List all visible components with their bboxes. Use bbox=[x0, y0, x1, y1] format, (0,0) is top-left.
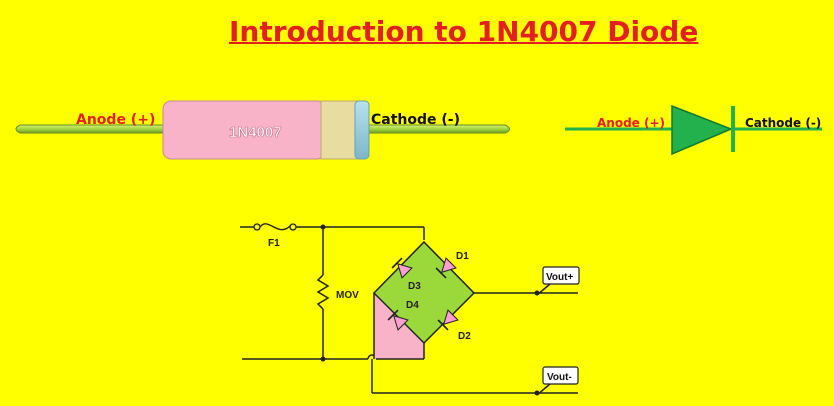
mov-resistor bbox=[316, 274, 330, 310]
anode-label: Anode (+) bbox=[76, 112, 155, 128]
fuse-label: F1 bbox=[268, 238, 280, 249]
vout-minus-label: Vout- bbox=[547, 372, 572, 383]
cathode-lead bbox=[366, 124, 510, 134]
cathode-band bbox=[320, 100, 358, 160]
diode-symbol-diagram: Anode (+) Cathode (-) bbox=[565, 104, 822, 156]
fuse-terminal-right bbox=[289, 223, 297, 231]
body-marking: 1N4007 bbox=[229, 124, 282, 141]
fuse-terminal-left bbox=[253, 223, 261, 231]
d1-label: D1 bbox=[456, 251, 469, 262]
vout-plus-label: Vout+ bbox=[546, 272, 573, 283]
anode-lead bbox=[15, 124, 166, 134]
d3-label: D3 bbox=[408, 281, 421, 292]
symbol-cathode-label: Cathode (-) bbox=[745, 116, 821, 130]
page-title: Introduction to 1N4007 Diode bbox=[229, 15, 699, 48]
vout-plus-tag bbox=[542, 266, 580, 285]
diode-triangle bbox=[671, 104, 733, 156]
junction-dot-top bbox=[320, 224, 326, 230]
d2-label: D2 bbox=[458, 331, 471, 342]
fuse-element bbox=[259, 223, 291, 231]
vout-minus-tag bbox=[542, 366, 579, 385]
cathode-label: Cathode (-) bbox=[371, 112, 460, 128]
mov-label: MOV bbox=[336, 290, 359, 301]
cathode-end-cap bbox=[354, 100, 370, 160]
symbol-anode-label: Anode (+) bbox=[597, 116, 665, 130]
diode-d1 bbox=[435, 257, 457, 279]
diode-package-diagram: 1N4007 Anode (+) Cathode (-) bbox=[15, 100, 510, 160]
vout-plus-terminal bbox=[534, 290, 540, 296]
d4-label: D4 bbox=[406, 300, 419, 311]
bridge-rectifier-circuit: F1 MOV bbox=[240, 223, 580, 396]
vout-minus-terminal bbox=[534, 390, 540, 396]
diode-d4 bbox=[387, 309, 409, 331]
diode-d2 bbox=[437, 309, 459, 331]
diode-d3 bbox=[391, 257, 413, 279]
